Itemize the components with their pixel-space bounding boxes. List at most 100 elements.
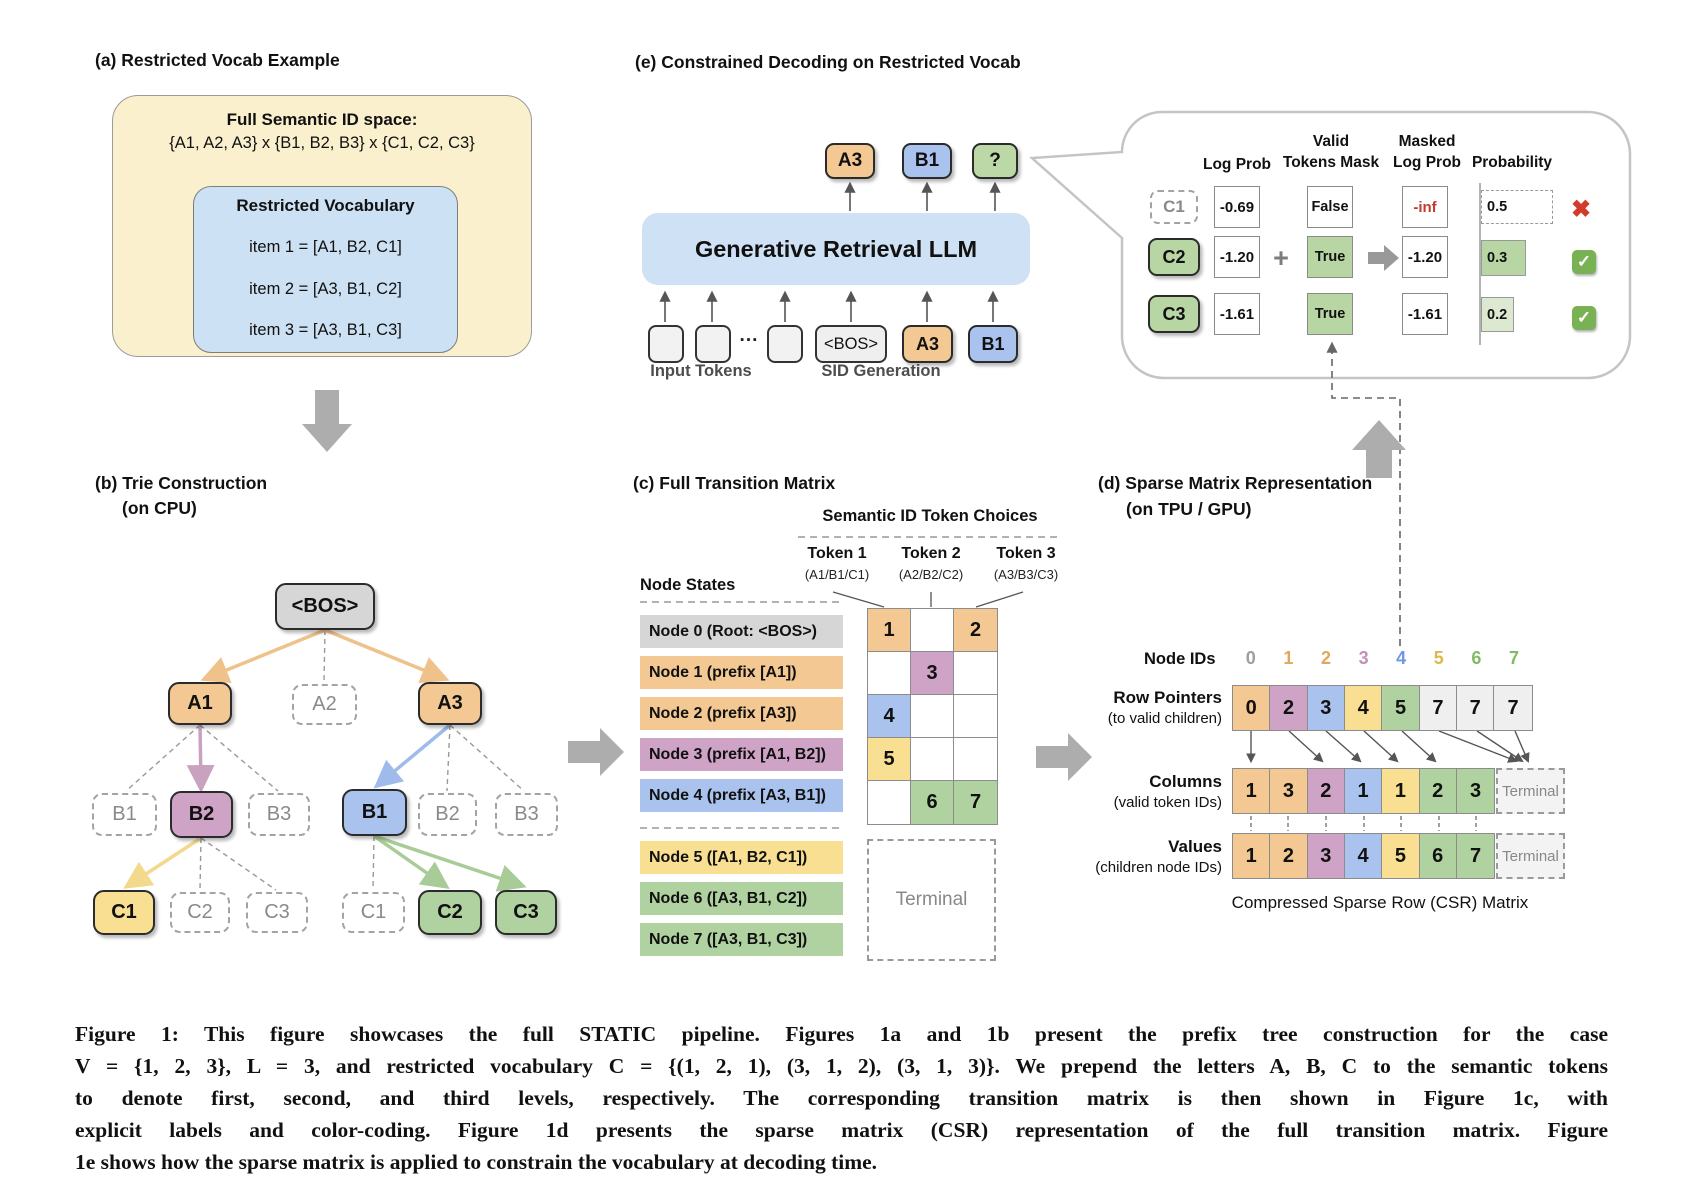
masked-log-prob-header: Masked Log Prob (1392, 133, 1462, 171)
matrix-cell-1-0 (868, 652, 911, 695)
output-token-a3: A3 (825, 143, 875, 179)
matrix-cell-4-0 (868, 781, 911, 824)
trie-node-c1-10: C1 (93, 890, 155, 935)
log-prob-c2: -1.20 (1214, 236, 1260, 278)
log-prob-header: Log Prob (1202, 156, 1272, 173)
panel-b-title: (b) Trie Construction (95, 473, 268, 493)
masked-log-prob-c2: -1.20 (1402, 236, 1448, 278)
sid-generation-label: SID Generation (821, 362, 941, 380)
caption-line-3: to denote first, second, and third level… (75, 1086, 1608, 1110)
matrix-terminal-box: Terminal (867, 839, 996, 961)
columns-cell-3: 1 (1344, 769, 1383, 813)
probability-bar-c3: 0.2 (1481, 297, 1514, 332)
node-id-3: 3 (1358, 648, 1369, 668)
row-pointers-cell-1: 2 (1270, 686, 1308, 730)
node-id-7: 7 (1508, 648, 1519, 668)
arrow-a-to-b (302, 390, 352, 452)
input-tokens-label: Input Tokens (650, 362, 752, 380)
values-sublabel: (children node IDs) (1095, 859, 1222, 876)
mask-apply-arrow (1368, 245, 1399, 271)
log-prob-c1: -0.69 (1214, 186, 1260, 228)
row-pointers-cell-7: 7 (1494, 686, 1532, 730)
row-pointers-label: Row Pointers (1113, 688, 1222, 707)
callout-token-c1: C1 (1150, 190, 1198, 224)
panel-a-title: (a) Restricted Vocab Example (95, 50, 340, 70)
node-id-5: 5 (1433, 648, 1444, 668)
node-state-row-6: Node 6 ([A3, B1, C2]) (640, 882, 843, 915)
columns-cell-5: 2 (1419, 769, 1457, 813)
values-cell-0: 1 (1233, 834, 1271, 878)
mask-c1: False (1307, 186, 1353, 228)
trie-node-c2-14: C2 (418, 890, 482, 935)
masked-log-prob-c3: -1.61 (1402, 293, 1448, 335)
node-state-row-0: Node 0 (Root: <BOS>) (640, 615, 843, 648)
vocab-item-2: item 2 = [A3, B1, C2] (249, 280, 402, 298)
matrix-cell-3-1 (911, 738, 954, 781)
panel-d-subtitle: (on TPU / GPU) (1126, 499, 1252, 519)
row-pointers-cell-2: 3 (1307, 686, 1346, 730)
probability-bar-c1: 0.5 (1481, 190, 1553, 224)
cross-icon: ✖ (1570, 195, 1592, 223)
matrix-cell-0-2: 2 (954, 609, 997, 652)
trie-node-a3-3: A3 (418, 682, 482, 725)
row-pointers-cell-4: 5 (1382, 686, 1420, 730)
token-3-header: Token 3 (996, 545, 1056, 562)
check-icon: ✓ (1572, 250, 1596, 274)
row-pointers-cell-3: 4 (1345, 686, 1383, 730)
columns-cell-4: 1 (1382, 769, 1420, 813)
panel-b-subtitle: (on CPU) (122, 498, 197, 518)
values-cell-1: 2 (1270, 834, 1308, 878)
node-id-4: 4 (1396, 648, 1407, 668)
matrix-cell-2-1 (911, 695, 954, 738)
columns-label: Columns (1149, 772, 1222, 791)
trie-node-b1-4: B1 (92, 793, 157, 836)
panel-e-title: (e) Constrained Decoding on Restricted V… (635, 52, 1021, 72)
node-id-6: 6 (1471, 648, 1482, 668)
values-terminal-box: Terminal (1496, 833, 1565, 879)
token-1-subheader: (A1/B1/C1) (804, 567, 870, 582)
node-id-2: 2 (1320, 648, 1331, 668)
columns-cell-6: 3 (1456, 769, 1495, 813)
callout-token-c2: C2 (1148, 238, 1200, 276)
node-state-row-2: Node 2 (prefix [A3]) (640, 697, 843, 730)
trie-node-c2-11: C2 (170, 892, 230, 933)
probability-header: Probability (1471, 154, 1553, 171)
panel-c-title: (c) Full Transition Matrix (633, 473, 836, 493)
trie-node-b3-6: B3 (248, 793, 310, 836)
row-pointers-sublabel: (to valid children) (1107, 710, 1222, 727)
generative-retrieval-llm-box: Generative Retrieval LLM (642, 213, 1030, 285)
bos-token-box: <BOS> (815, 325, 887, 363)
trie-node-a1-1: A1 (168, 682, 232, 725)
columns-cell-0: 1 (1233, 769, 1271, 813)
vocab-item-3: item 3 = [A3, B1, C3] (249, 321, 402, 339)
mask-c3: True (1307, 293, 1353, 335)
matrix-cell-1-2 (954, 652, 997, 695)
node-state-row-5: Node 5 ([A1, B2, C1]) (640, 841, 843, 874)
check-icon: ✓ (1572, 306, 1596, 330)
trie-node-b2-5: B2 (170, 791, 233, 838)
trie-node-bos-0: <BOS> (275, 583, 375, 630)
semantic-id-space-set: {A1, A2, A3} x {B1, B2, B3} x {C1, C2, C… (169, 134, 475, 152)
output-token-b1: B1 (902, 143, 952, 179)
node-state-row-4: Node 4 (prefix [A3, B1]) (640, 779, 843, 812)
token-2-subheader: (A2/B2/C2) (898, 567, 964, 582)
token-3-subheader: (A3/B3/C3) (993, 567, 1059, 582)
matrix-cell-1-1: 3 (911, 652, 954, 695)
caption-line-4: explicit labels and color-coding. Figure… (75, 1118, 1608, 1142)
trie-node-c3-15: C3 (495, 890, 557, 935)
mask-c2: True (1307, 236, 1353, 278)
masked-log-prob-c1: -inf (1402, 186, 1448, 228)
restricted-vocabulary-box (193, 186, 458, 353)
panel-d-title: (d) Sparse Matrix Representation (1098, 473, 1373, 493)
arrow-b-to-c (568, 728, 624, 776)
caption-line-2: V = {1, 2, 3}, L = 3, and restricted voc… (75, 1054, 1608, 1078)
trie-node-b2-8: B2 (418, 793, 477, 836)
row-pointers-cell-5: 7 (1419, 686, 1458, 730)
matrix-cell-0-1 (911, 609, 954, 652)
node-state-row-3: Node 3 (prefix [A1, B2]) (640, 738, 843, 771)
arrow-c-to-d (1036, 733, 1092, 781)
values-cell-2: 3 (1307, 834, 1345, 878)
